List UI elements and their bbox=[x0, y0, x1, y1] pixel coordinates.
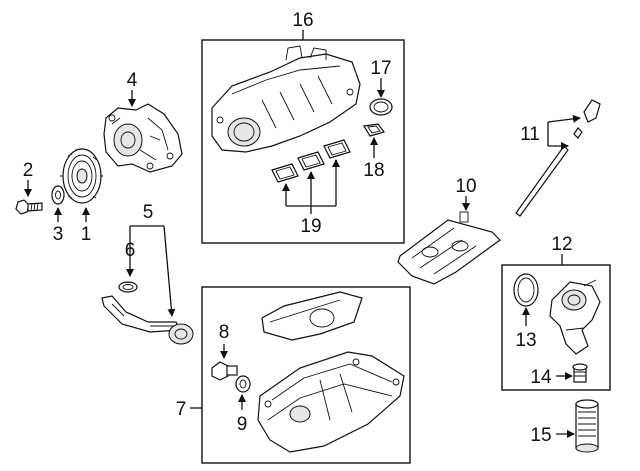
intake-manifold[interactable] bbox=[211, 45, 361, 153]
oil-pickup-tube[interactable] bbox=[101, 295, 194, 345]
pulley-washer[interactable] bbox=[51, 185, 65, 205]
callout-16: 16 bbox=[292, 10, 313, 31]
callout-17: 17 bbox=[370, 58, 391, 79]
intake-o-ring-seal[interactable] bbox=[369, 98, 393, 116]
intake-manifold-gaskets[interactable] bbox=[271, 139, 351, 183]
crankshaft-pulley[interactable] bbox=[60, 148, 103, 204]
oil-drain-plug[interactable] bbox=[211, 361, 238, 381]
oil-pan[interactable] bbox=[257, 351, 405, 453]
callout-12: 12 bbox=[551, 234, 572, 255]
adapter-seal-ring[interactable] bbox=[513, 273, 539, 307]
callout-10: 10 bbox=[455, 176, 476, 197]
filter-adapter-fitting[interactable] bbox=[572, 363, 588, 383]
callout-19: 19 bbox=[300, 216, 321, 237]
oil-dipstick[interactable] bbox=[515, 99, 601, 217]
callout-11: 11 bbox=[520, 124, 540, 145]
callout-13: 13 bbox=[515, 330, 536, 351]
oil-pump[interactable] bbox=[103, 103, 183, 173]
callout-15: 15 bbox=[530, 425, 551, 446]
pickup-tube-o-ring[interactable] bbox=[118, 281, 138, 293]
callout-2: 2 bbox=[23, 160, 34, 181]
oil-pan-group-box bbox=[201, 286, 411, 464]
pulley-bolt[interactable] bbox=[15, 199, 43, 215]
callout-3: 3 bbox=[53, 224, 64, 245]
oil-filter-adapter[interactable] bbox=[549, 279, 601, 355]
intake-small-gasket[interactable] bbox=[363, 123, 386, 137]
callout-4: 4 bbox=[127, 70, 138, 91]
oil-filter[interactable] bbox=[575, 399, 599, 453]
drain-plug-gasket[interactable] bbox=[235, 375, 251, 393]
oil-filter-adapter-group-box bbox=[501, 264, 611, 391]
callout-8: 8 bbox=[219, 322, 230, 343]
callout-labels: 1 2 3 4 5 6 7 8 9 10 11 12 13 14 15 16 1… bbox=[23, 10, 573, 446]
callout-18: 18 bbox=[363, 160, 384, 181]
oil-pan-baffle[interactable] bbox=[397, 211, 501, 285]
callout-9: 9 bbox=[237, 414, 248, 435]
oil-pan-cover-plate[interactable] bbox=[261, 291, 363, 341]
callout-5: 5 bbox=[143, 202, 154, 223]
leader-lines bbox=[24, 30, 581, 438]
callout-1: 1 bbox=[81, 224, 92, 245]
callout-7: 7 bbox=[176, 399, 187, 420]
callout-14: 14 bbox=[530, 367, 552, 388]
callout-6: 6 bbox=[125, 240, 136, 261]
